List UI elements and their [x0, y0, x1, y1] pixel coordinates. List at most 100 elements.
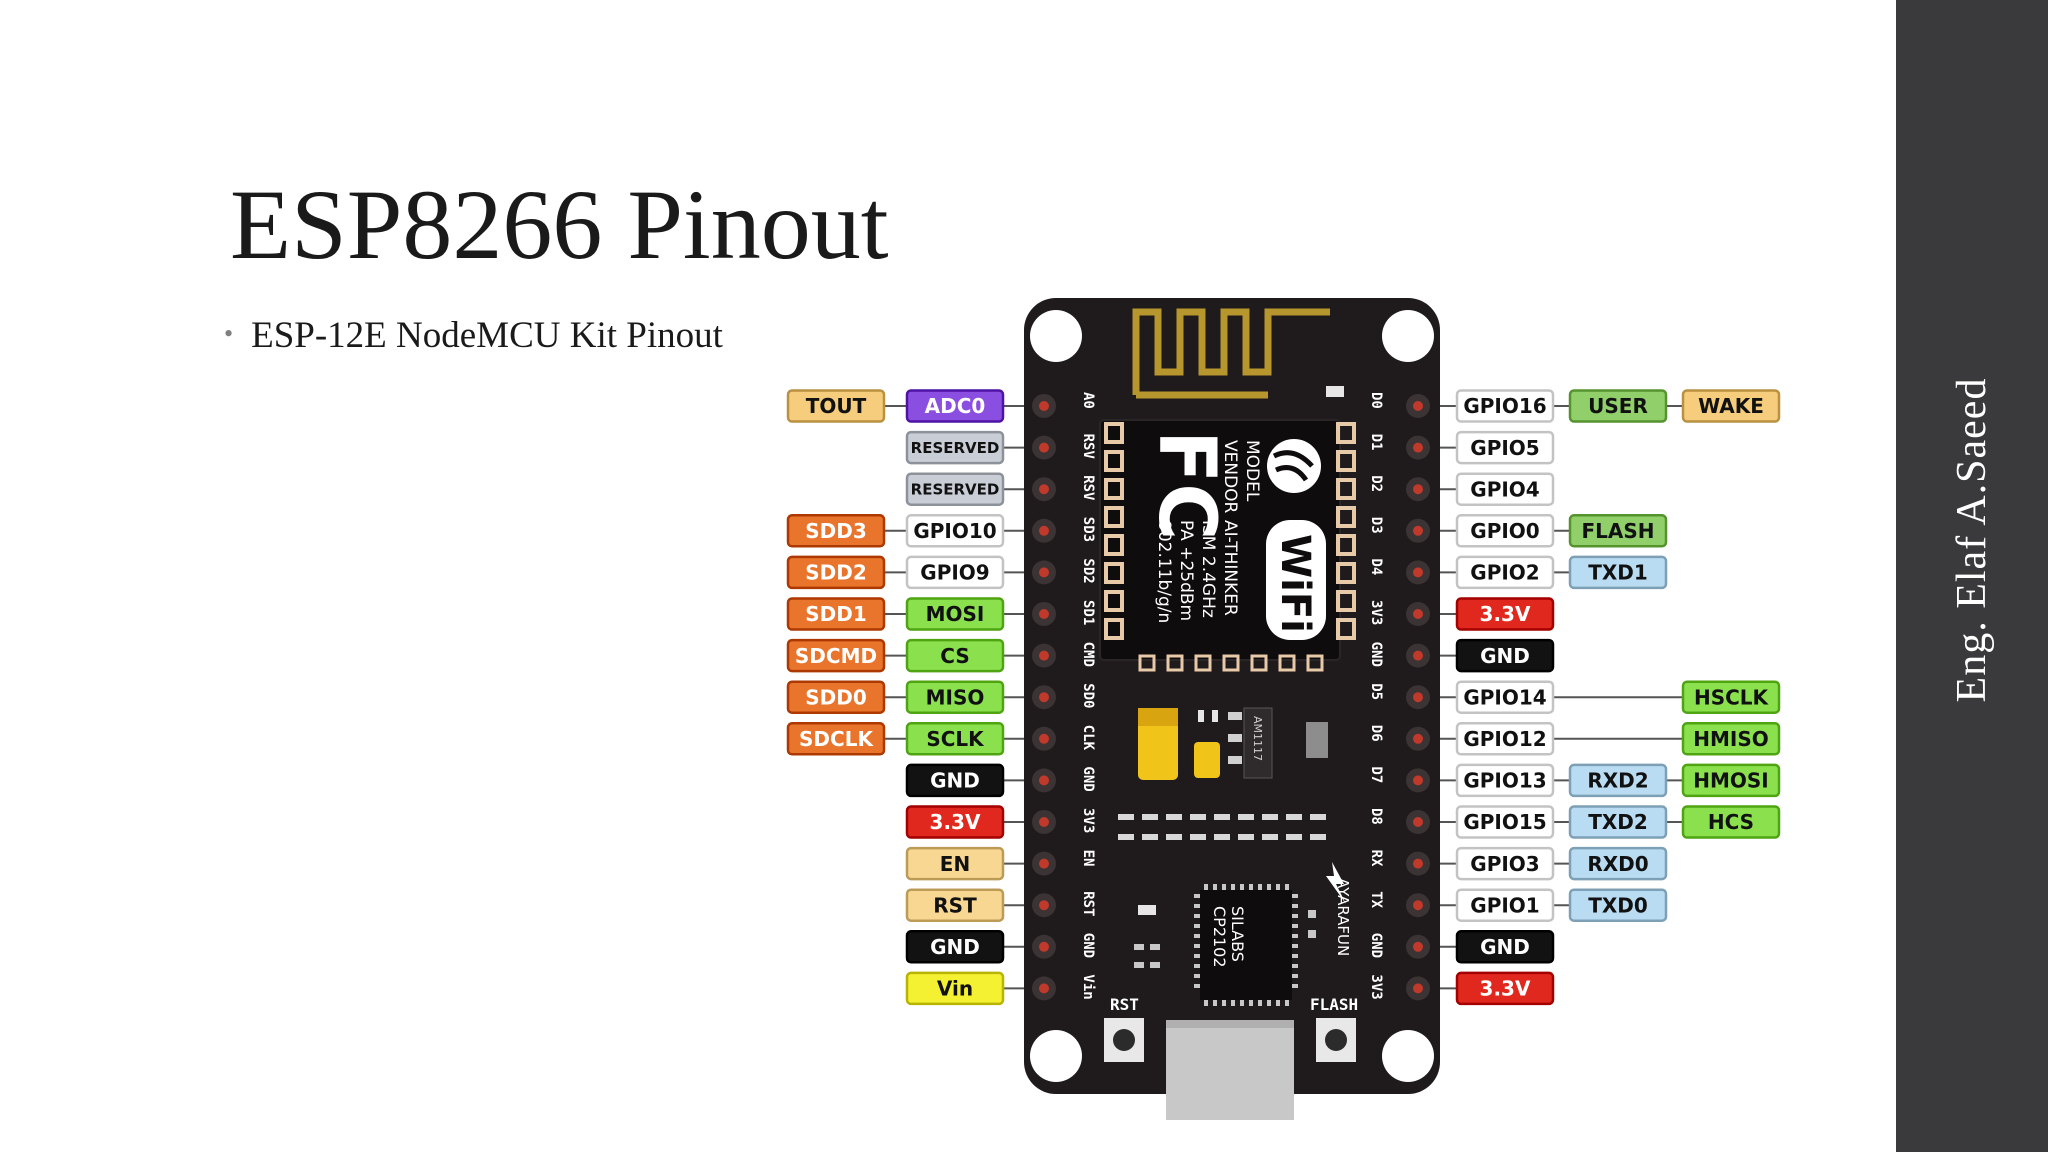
pin-label-box [1455, 888, 1555, 922]
header-pin [1039, 609, 1049, 619]
silk-label: D5 [1368, 683, 1384, 700]
pin-label: HMISO [1693, 727, 1769, 751]
bullet-dot-icon: • [224, 319, 234, 348]
header-pin [1413, 650, 1423, 661]
pin-label: SDD3 [805, 519, 867, 543]
pin-label: GPIO15 [1463, 810, 1546, 834]
smd-resistor [1142, 834, 1158, 840]
pin-label: USER [1588, 394, 1648, 418]
silk-label-group: Vin [1080, 974, 1096, 999]
chip-pin [1240, 884, 1244, 890]
silk-label-group: 3V3 [1080, 808, 1096, 833]
silk-label-group: GND [1080, 933, 1096, 958]
chip-pin [1285, 884, 1289, 890]
module-pad [1138, 654, 1156, 672]
smd-resistor [1190, 814, 1206, 820]
pin-label-box [786, 389, 886, 423]
chip-pin [1249, 884, 1253, 890]
pin-label-box [905, 846, 1005, 881]
side-bar [1896, 0, 2048, 1152]
pin-label-box [1681, 763, 1781, 798]
chip-pin [1194, 894, 1200, 898]
module-pad [1194, 654, 1212, 672]
smd-part [1134, 962, 1144, 968]
pin-label-box [1455, 805, 1555, 839]
pin-label-box [786, 722, 886, 756]
pin-label: GPIO16 [1463, 394, 1546, 418]
smd-resistor [1190, 834, 1206, 840]
smd-part [1150, 944, 1160, 950]
brand-text: AYARAFUN [1334, 878, 1352, 956]
pin-label-box [1455, 680, 1555, 714]
pin-label: SDD1 [805, 602, 867, 626]
pin-label: SDCLK [799, 727, 874, 751]
silk-label: RSV [1080, 434, 1096, 460]
rst-button-cap [1113, 1029, 1135, 1051]
espressif-logo-mark [1272, 450, 1314, 482]
pin-label-box [1455, 763, 1555, 798]
pin-label: MISO [926, 685, 985, 709]
module-pad [1336, 478, 1356, 500]
page-title: ESP8266 Pinout [230, 169, 889, 280]
pin-label-box [1568, 763, 1668, 798]
chip-pin [1194, 974, 1200, 978]
chip-pin [1240, 1000, 1244, 1006]
pin-label-box [1455, 430, 1555, 465]
smd-part [1308, 910, 1316, 918]
pin-label: GPIO12 [1463, 727, 1546, 751]
module-pad [1306, 654, 1324, 672]
usb-chip-text: CP2102 [1210, 906, 1229, 968]
regulator-lead [1228, 734, 1242, 742]
silk-label: D1 [1368, 434, 1384, 451]
silk-label-group: D4 [1368, 558, 1384, 575]
pin-label-box [905, 680, 1005, 714]
module-pad [1336, 534, 1356, 556]
silk-label: GND [1080, 766, 1096, 791]
flash-button-label: FLASH [1310, 995, 1358, 1014]
pin-label-box [905, 430, 1005, 465]
pin-label: GPIO3 [1470, 852, 1539, 876]
mounting-hole [1382, 1030, 1434, 1082]
silk-label: D6 [1368, 725, 1384, 742]
header-pin [1039, 733, 1049, 744]
pin-label: WAKE [1698, 394, 1764, 418]
pin-label-box [905, 763, 1005, 798]
pin-label: TXD1 [1588, 561, 1648, 585]
header-pin [1039, 941, 1049, 952]
chip-pin [1292, 944, 1298, 948]
smd-resistor [1238, 834, 1254, 840]
pin-label-box [1455, 514, 1555, 548]
chip-pin [1292, 894, 1298, 898]
chip-pin [1267, 884, 1271, 890]
pin-label: GPIO5 [1470, 436, 1539, 460]
pin-label: GND [930, 935, 980, 959]
silk-label: GND [1368, 933, 1384, 958]
silk-label-group: D0 [1368, 392, 1384, 409]
pin-label-box [1681, 680, 1781, 714]
pin-label-box [1681, 389, 1781, 423]
pin-label: CS [940, 644, 969, 668]
regulator-text: AM1117 [1251, 716, 1264, 761]
wifi-badge [1266, 520, 1326, 640]
chip-pin [1285, 1000, 1289, 1006]
module-text: 802.11b/g/n [1154, 520, 1174, 623]
smd-resistor [1238, 814, 1254, 820]
pin-label-box [786, 555, 886, 590]
pin-label: GPIO9 [920, 561, 989, 585]
pin-label-box [905, 514, 1005, 548]
module-text: PA +25dBm [1176, 520, 1196, 621]
chip-pin [1194, 954, 1200, 958]
silk-label: 3V3 [1368, 974, 1384, 999]
silk-label-group: GND [1368, 642, 1384, 667]
capacitor-band [1138, 708, 1178, 726]
smd-resistor [1262, 834, 1278, 840]
smd-part [1150, 962, 1160, 968]
chip-pin [1231, 884, 1235, 890]
pin-label-box [905, 389, 1005, 423]
pin-label: GND [1480, 935, 1530, 959]
module-text: ISM 2.4GHz [1198, 520, 1218, 618]
pin-label-box [905, 805, 1005, 839]
regulator-lead [1228, 756, 1242, 764]
